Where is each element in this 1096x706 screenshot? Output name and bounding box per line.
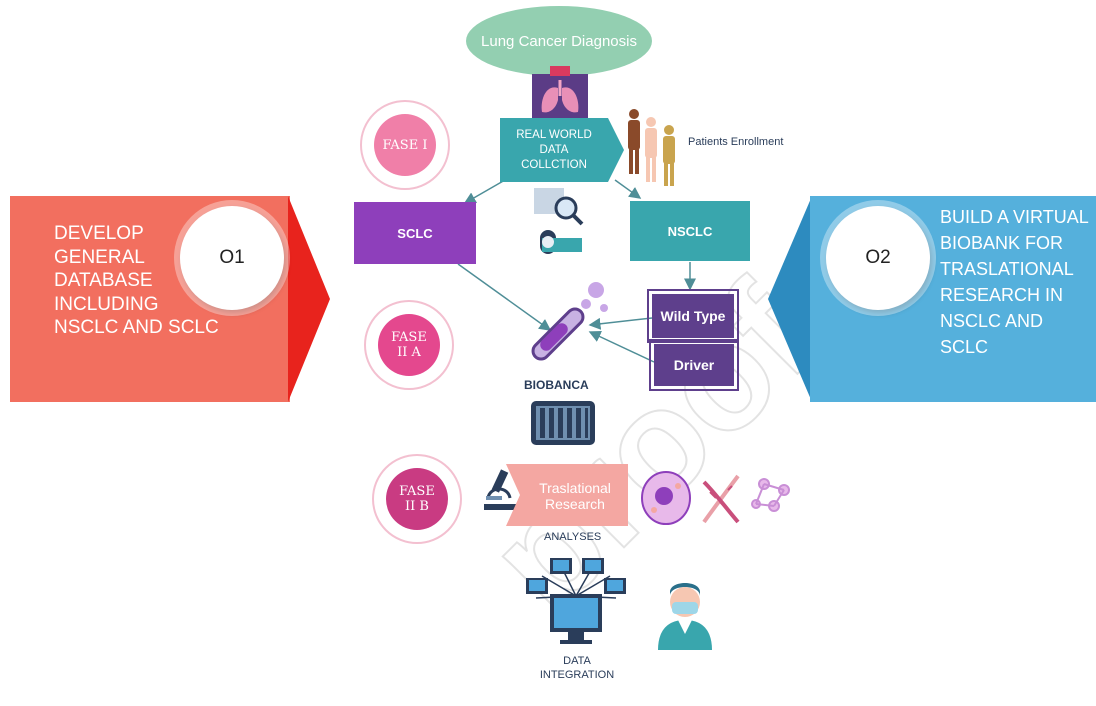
- arrow-sclc-to-tube: [457, 263, 552, 331]
- driver-node: Driver: [649, 339, 739, 391]
- people-icon: [628, 109, 675, 186]
- objective-o2-text: BUILD A VIRTUAL BIOBANK FOR TRASLATIONAL…: [940, 207, 1089, 357]
- objective-o1-text: DEVELOP GENERAL DATABASE INCLUDING NSCLC…: [54, 223, 219, 338]
- wild-type-node: Wild Type: [647, 289, 739, 343]
- data-integration-label: DATA INTEGRATION: [539, 655, 615, 681]
- phase-1-label: FASE I: [374, 114, 436, 176]
- phase-2b-label: FASE II B: [386, 468, 448, 530]
- objective-o2-badge: O2: [826, 206, 930, 310]
- arrow-driver-to-tube: [588, 331, 655, 363]
- arrow-rwd-to-sclc: [463, 179, 506, 204]
- traslational-research-shape: [506, 464, 628, 526]
- test-tube-icon: [531, 282, 608, 361]
- arrow-wildtype-to-tube: [588, 317, 653, 330]
- cell-dna-molecule-icons: [641, 471, 790, 525]
- analyses-label: ANALYSES: [544, 531, 602, 543]
- microscope-icon: [484, 469, 516, 510]
- nsclc-node: NSCLC: [630, 201, 750, 261]
- phase-2a-label: FASE II A: [378, 314, 440, 376]
- lungs-icon: [532, 66, 588, 120]
- real-world-data-label: REAL WORLD DATA COLLCTION: [516, 129, 592, 171]
- scan-analysis-icon: [534, 188, 584, 254]
- real-world-data-shape: [500, 118, 624, 182]
- computer-network-icon: [526, 558, 626, 644]
- phase-1-circle: FASE I: [360, 100, 450, 190]
- objective-o1-badge: O1: [180, 206, 284, 310]
- traslational-research-label: Traslational Research: [539, 480, 611, 512]
- arrow-rwd-to-nsclc: [614, 179, 642, 199]
- lung-cancer-diagnosis-node: Lung Cancer Diagnosis: [466, 6, 652, 76]
- phase-2a-circle: FASE II A: [364, 300, 454, 390]
- patients-enrollment-label: Patients Enrollment: [688, 136, 784, 148]
- phase-2b-circle: FASE II B: [372, 454, 462, 544]
- server-icon: [531, 401, 595, 445]
- doctor-icon: [658, 583, 712, 650]
- sclc-node: SCLC: [354, 202, 476, 264]
- biobanca-label: BIOBANCA: [524, 378, 589, 392]
